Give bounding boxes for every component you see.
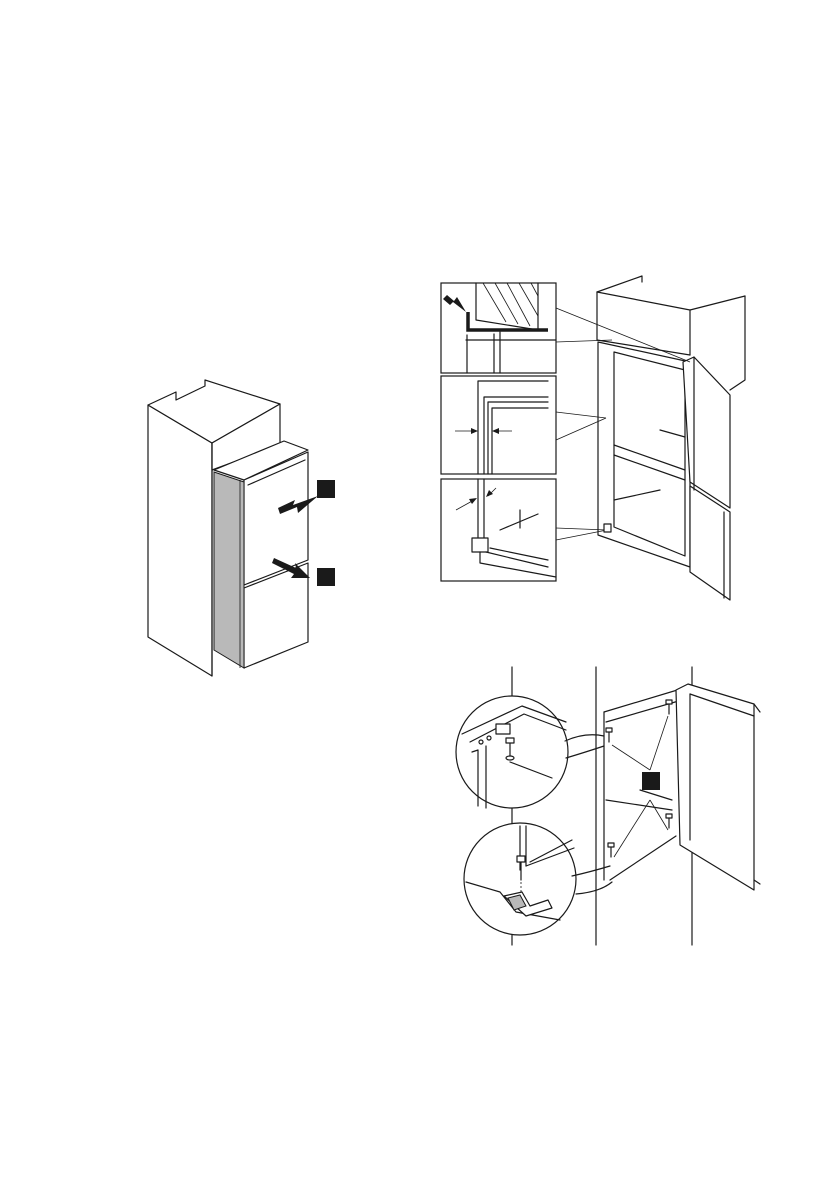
figure-door-gap-detail <box>441 276 745 600</box>
screw-icon <box>666 700 672 714</box>
seal-strip <box>214 472 244 668</box>
cabinet-side-panel <box>148 405 212 676</box>
detail-panel-bottom-hinge <box>441 479 556 581</box>
screw-fig-open-door <box>676 684 754 890</box>
screw-icon <box>606 728 612 742</box>
figure-cabinet-seal <box>148 380 335 676</box>
figure-door-screws <box>456 667 760 945</box>
screw-icon <box>608 843 614 857</box>
appliance-interior <box>614 352 685 556</box>
hinge-tab-icon <box>496 724 510 734</box>
callout-badge-3 <box>642 772 660 790</box>
screw-icon <box>666 814 672 828</box>
callout-badge-2 <box>317 568 335 586</box>
hinge-block <box>472 538 488 552</box>
callout-badge-1 <box>317 480 335 498</box>
detail-panel-side-gap <box>441 376 556 474</box>
detail-panel-top-seal <box>441 283 556 373</box>
